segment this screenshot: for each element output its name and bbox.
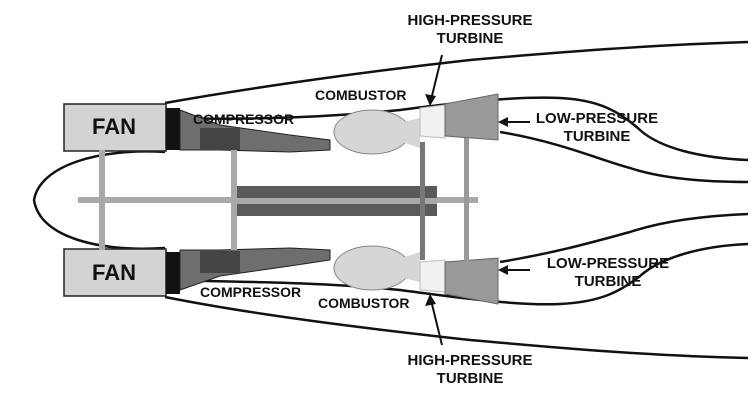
fan-label-bottom: FAN	[92, 260, 136, 285]
combustor-chamber-top	[333, 109, 411, 155]
high-pressure-shaft-core	[237, 198, 437, 204]
bypass-duct-top-upper	[164, 96, 749, 162]
combustor-label-top: COMBUSTOR	[315, 87, 407, 103]
compressor-label-bottom: COMPRESSOR	[200, 284, 302, 300]
bypass-duct-bottom-lower	[164, 242, 749, 306]
hp-turbine-label-top-line1: HIGH-PRESSURE	[407, 12, 533, 29]
combustor-chamber-bottom	[333, 245, 411, 291]
hp-turbine-label-bottom: HIGH-PRESSURE TURBINE	[400, 352, 540, 388]
lp-turbine-label-bottom-line1: LOW-PRESSURE	[546, 255, 670, 272]
compressor-label-top: COMPRESSOR	[193, 111, 295, 127]
hp-turbine-label-bottom-line2: TURBINE	[436, 370, 504, 387]
hp-turbine-bottom	[419, 259, 446, 293]
lp-turbine-top	[444, 93, 499, 141]
hpt-top-arrowhead	[425, 94, 436, 106]
fan-blade-bottom	[166, 252, 180, 294]
lp-turbine-bottom	[444, 257, 499, 305]
lp-turbine-label-bottom-line2: TURBINE	[574, 273, 642, 290]
hpt-bottom-arrowhead	[425, 294, 436, 306]
lpt-bottom-arrowhead	[498, 265, 508, 275]
fan-label-top: FAN	[92, 114, 136, 139]
lpt-top-arrowhead	[498, 117, 508, 127]
hp-turbine-label-bottom-line1: HIGH-PRESSURE	[407, 352, 533, 369]
fan-block-bottom	[63, 248, 167, 297]
combustor-throat-top	[402, 118, 420, 148]
bypass-duct-bottom-upper	[499, 212, 749, 264]
nacelle-outer-top	[164, 40, 749, 105]
compressor-shade-top	[200, 128, 240, 150]
lp-turbine-label-top: LOW-PRESSURE TURBINE	[527, 110, 667, 146]
lp-turbine-label-top-line1: LOW-PRESSURE	[535, 110, 659, 127]
nacelle-outer-bottom	[164, 295, 749, 360]
hp-turbine-label-top-line2: TURBINE	[436, 30, 504, 47]
hp-turbine-label-top: HIGH-PRESSURE TURBINE	[400, 12, 540, 48]
lp-turbine-strut	[464, 138, 469, 262]
hp-turbine-strut	[420, 142, 425, 260]
fan-blade-top	[166, 108, 180, 150]
compressor-shade-bottom	[200, 251, 240, 273]
combustor-throat-bottom	[402, 252, 420, 282]
lp-turbine-label-bottom: LOW-PRESSURE TURBINE	[538, 255, 678, 291]
compressor-strut	[231, 150, 237, 250]
bypass-duct-top-lower	[499, 130, 749, 184]
combustor-label-bottom: COMBUSTOR	[318, 295, 410, 311]
fan-strut	[99, 150, 105, 250]
hp-turbine-top	[419, 104, 446, 139]
lp-turbine-label-top-line2: TURBINE	[563, 128, 631, 145]
